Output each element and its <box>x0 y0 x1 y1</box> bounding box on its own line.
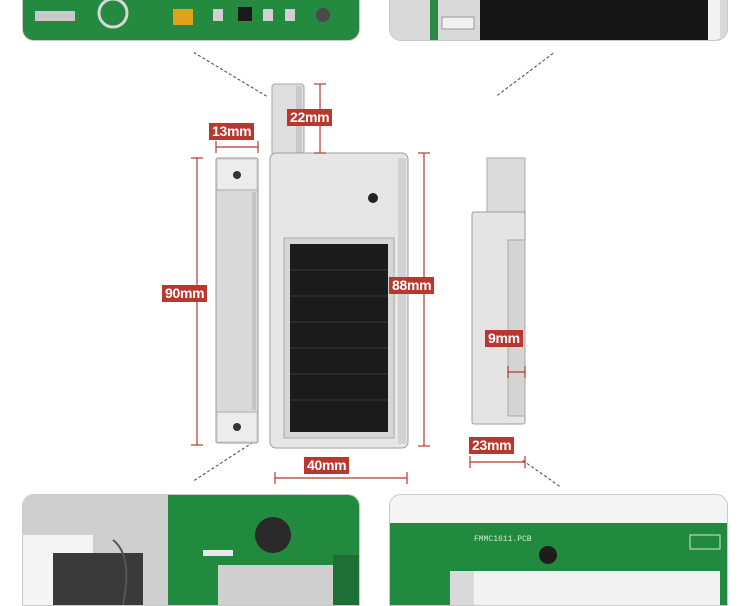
pcb-detail-top-left <box>22 0 360 41</box>
dimension-label-sensor-height: 88mm <box>389 277 435 294</box>
dimension-label-magnet-height: 90mm <box>162 285 208 302</box>
case-top-right-art <box>390 0 727 40</box>
dimension-label-side-step: 9mm <box>485 330 523 347</box>
pcb-bottom-right-art <box>390 495 727 605</box>
product-illustration <box>191 83 526 484</box>
dimension-label-antenna-height: 22mm <box>287 109 333 126</box>
magnet-unit <box>215 157 259 444</box>
pcb-marking: FMMC1611.PCB <box>474 535 532 544</box>
sensor-body <box>269 152 409 449</box>
sensor-side-view <box>471 157 526 425</box>
pcb-detail-bottom-right: FMMC1611.PCB <box>389 494 728 606</box>
dimension-label-sensor-width: 40mm <box>304 457 350 474</box>
pcb-top-left-art <box>23 0 359 40</box>
case-detail-top-right <box>389 0 728 41</box>
dimension-label-magnet-width: 13mm <box>209 123 255 140</box>
dimension-label-side-depth: 23mm <box>469 437 515 454</box>
